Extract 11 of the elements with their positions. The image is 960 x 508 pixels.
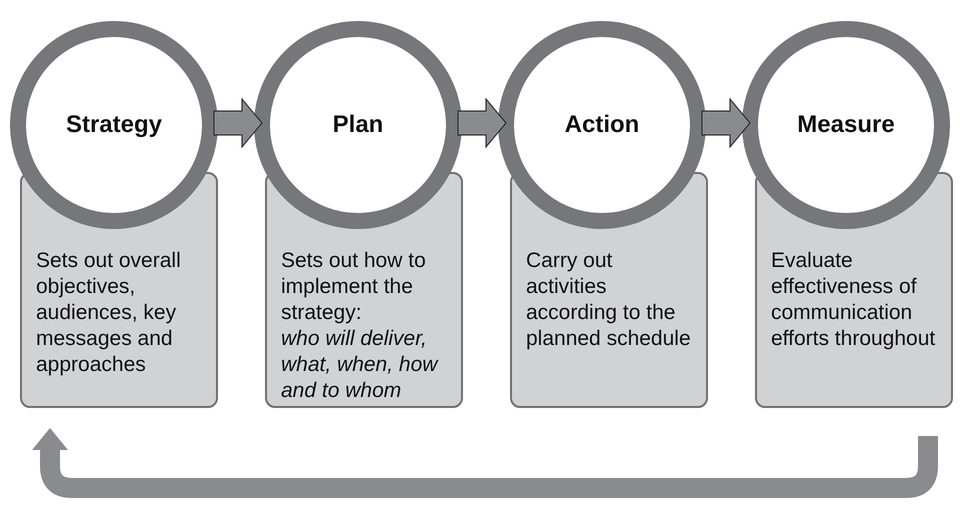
block-arrow bbox=[702, 98, 751, 148]
stage-title: Measure bbox=[797, 111, 895, 139]
stage-description: Sets out how to implement the strategy: who will deliver, what, when, how and to whom bbox=[281, 248, 440, 404]
stage-title: Plan bbox=[332, 111, 384, 139]
stage-title: Action bbox=[564, 111, 640, 139]
stage-description: Evaluate effectiveness of communication efforts throughout bbox=[771, 248, 936, 352]
stage-title: Strategy bbox=[66, 111, 162, 139]
block-arrow bbox=[214, 98, 263, 148]
stage-description: Sets out overall objectives, audiences, key messages and approaches bbox=[36, 248, 182, 378]
stage-description: Carry out activities according to the planned schedule bbox=[526, 248, 692, 352]
block-arrow bbox=[458, 98, 507, 148]
